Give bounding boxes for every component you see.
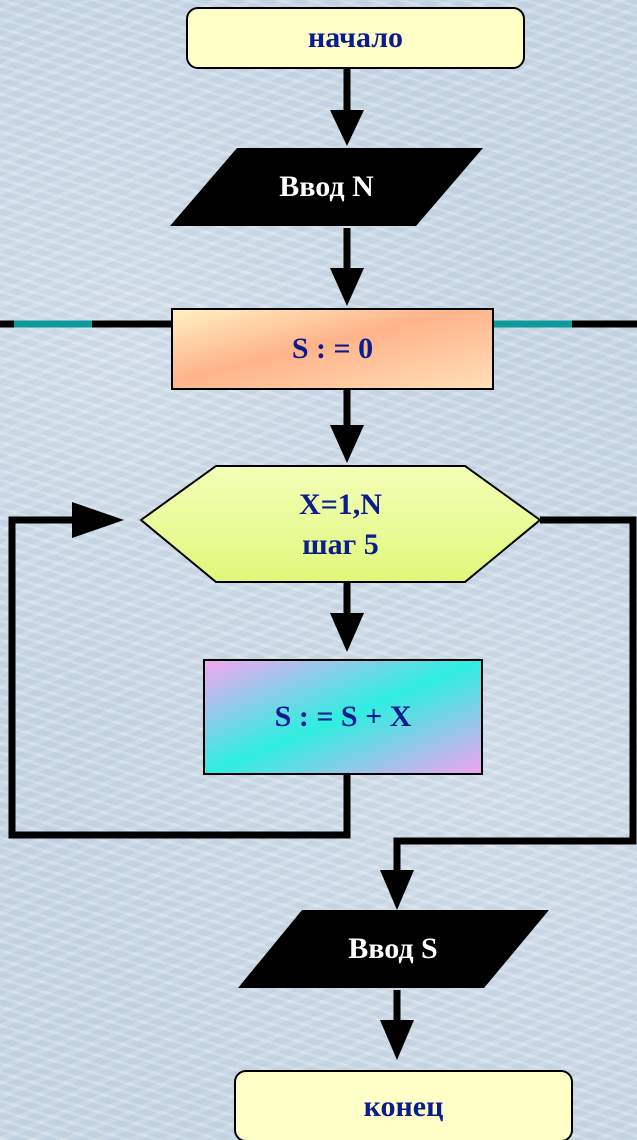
- end-terminal-shape: [234, 1070, 573, 1140]
- arrowhead-to-init: [330, 268, 364, 306]
- arrowhead-to-input: [330, 110, 364, 146]
- loop-hexagon-shape: [139, 465, 542, 583]
- start-terminal-shape: [186, 7, 525, 69]
- arrowhead-to-body: [330, 613, 364, 652]
- arrowhead-to-loop: [330, 425, 364, 463]
- arrowhead-to-end: [380, 1020, 414, 1060]
- loop-return-path: [8, 516, 351, 839]
- connectors: [8, 68, 637, 1020]
- arrowhead-to-output: [380, 870, 414, 910]
- input-n-shape: [170, 148, 483, 226]
- loop-exit-path: [393, 516, 637, 870]
- arrowhead-loop-return: [72, 502, 124, 538]
- init-process-shape: [171, 308, 494, 390]
- arrowheads: [72, 110, 414, 1060]
- body-process-shape: [203, 659, 483, 775]
- output-s-shape: [238, 910, 549, 988]
